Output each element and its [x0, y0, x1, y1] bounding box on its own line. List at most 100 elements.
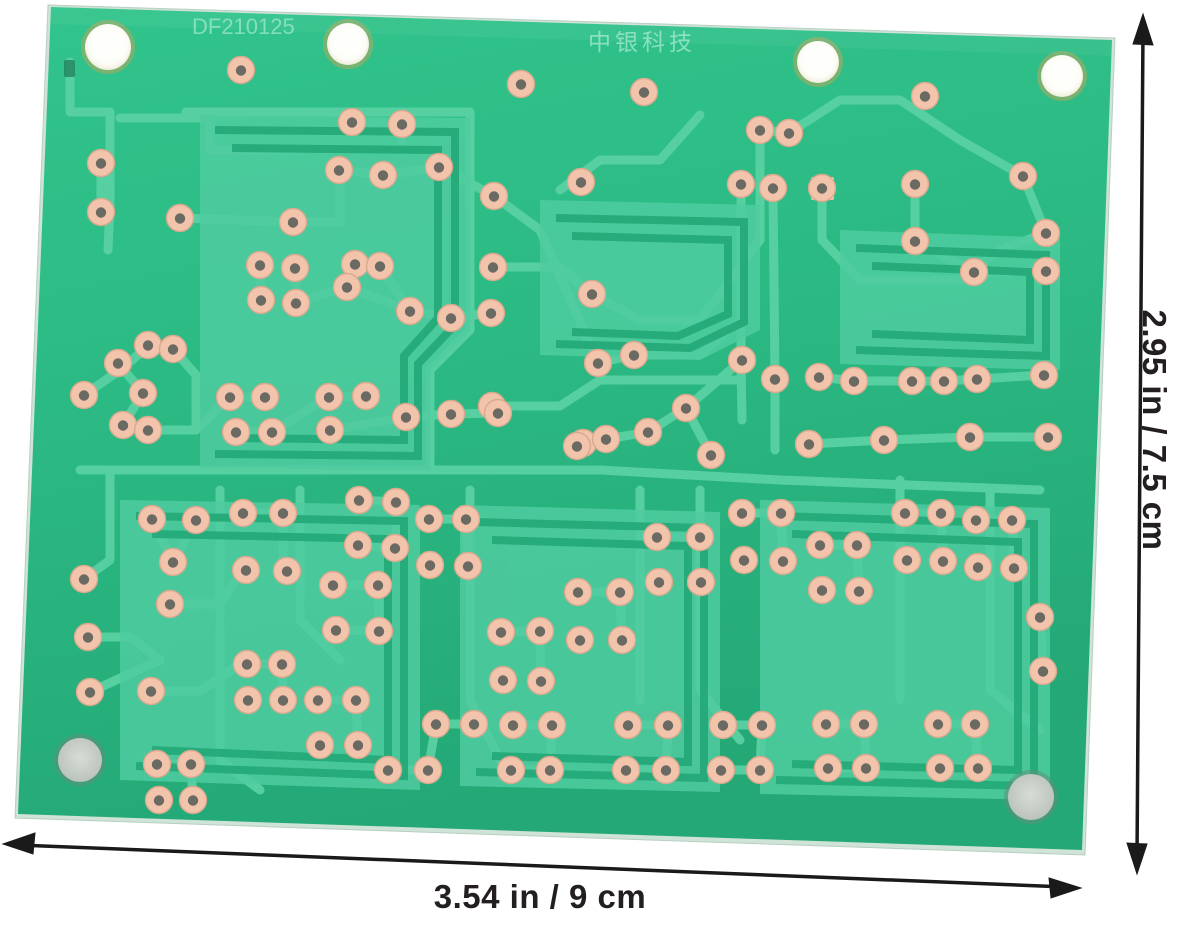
pcb-pad	[605, 577, 635, 607]
pcb-pad	[278, 207, 308, 237]
mounting-hole	[1037, 51, 1087, 101]
pcb-pad	[165, 203, 195, 233]
pcb-pad	[75, 677, 105, 707]
pcb-pad	[337, 107, 367, 137]
pcb-pad	[343, 730, 373, 760]
pcb-pad	[108, 410, 138, 440]
pcb-pad	[959, 257, 989, 287]
pcb-pad	[747, 710, 777, 740]
pcb-pad	[373, 755, 403, 785]
pcb-pad	[246, 285, 276, 315]
mounting-hole	[81, 20, 135, 74]
pcb-pad	[706, 755, 736, 785]
pcb-pad	[929, 366, 959, 396]
pcb-pad	[421, 709, 451, 739]
pcb-pad	[842, 530, 872, 560]
pcb-pad	[613, 710, 643, 740]
pcb-pad	[451, 504, 481, 534]
pcb-pad	[897, 366, 927, 396]
pcb-pad	[1033, 422, 1063, 452]
pcb-pad	[86, 148, 116, 178]
pcb-pad	[231, 555, 261, 585]
pcb-pad	[133, 330, 163, 360]
pcb-pad	[813, 753, 843, 783]
pcb-pad	[807, 575, 837, 605]
pcb-pad	[900, 169, 930, 199]
pcb-pad	[363, 570, 393, 600]
pcb-pad	[591, 424, 621, 454]
pcb-pad	[1029, 360, 1059, 390]
silkscreen-brand-text: 中银科技	[588, 30, 696, 56]
pcb-pad	[910, 81, 940, 111]
pcb-pad	[525, 616, 555, 646]
pcb-pad	[155, 589, 185, 619]
pcb-pad	[178, 785, 208, 815]
pcb-pad	[69, 380, 99, 410]
pcb-pad	[498, 710, 528, 740]
pcb-pad	[727, 498, 757, 528]
pcb-pad	[807, 173, 837, 203]
pcb-pad	[563, 577, 593, 607]
pcb-pad	[181, 505, 211, 535]
pcb-pad	[303, 685, 333, 715]
pcb-pad	[488, 665, 518, 695]
pcb-pad	[245, 250, 275, 280]
pcb-pad	[365, 251, 395, 281]
pcb-pad	[133, 415, 163, 445]
pcb-pad	[766, 498, 796, 528]
pcb-pad	[686, 567, 716, 597]
pcb-pad	[760, 364, 790, 394]
pcb-pad	[332, 272, 362, 302]
dimension-arrows	[1, 12, 1154, 899]
pcb-pad	[727, 345, 757, 375]
pcb-pad	[774, 118, 804, 148]
pcb-pad	[137, 504, 167, 534]
mounting-hole	[323, 19, 373, 69]
pcb-pad	[215, 382, 245, 412]
pcb-mounting-hole-layer	[54, 19, 1087, 824]
pcb-pad	[486, 617, 516, 647]
pcb-pad	[811, 709, 841, 739]
pcb-pad	[671, 393, 701, 423]
pcb-pad	[257, 417, 287, 447]
pcb-pad	[144, 785, 174, 815]
pcb-pad	[267, 649, 297, 679]
pcb-pad	[1031, 256, 1061, 286]
pcb-pad	[250, 382, 280, 412]
pcb-pad	[280, 253, 310, 283]
pcb-pad	[391, 402, 421, 432]
pcb-pad	[142, 749, 172, 779]
pcb-pad	[583, 348, 613, 378]
pcb-pad	[611, 755, 641, 785]
pcb-pad	[158, 334, 188, 364]
pcb-pad	[526, 666, 556, 696]
pcb-pad	[344, 485, 374, 515]
pcb-pad	[890, 498, 920, 528]
pcb-pad	[364, 616, 394, 646]
pcb-pad	[479, 181, 509, 211]
pcb-pad	[696, 440, 726, 470]
pcb-pad	[651, 755, 681, 785]
pcb-pad	[268, 685, 298, 715]
pcb-pad	[844, 576, 874, 606]
pcb-pad	[535, 755, 565, 785]
pcb-pad	[607, 625, 637, 655]
pcb-pad	[381, 487, 411, 517]
pcb-pad	[708, 710, 738, 740]
pcb-pad-layer	[69, 55, 1063, 815]
pcb-pad	[232, 649, 262, 679]
pcb-pad	[1008, 161, 1038, 191]
pcb-pad	[86, 197, 116, 227]
mounting-hole	[54, 734, 106, 786]
pcb-pad	[962, 364, 992, 394]
pcb-pad	[963, 753, 993, 783]
board-corner-notch	[64, 60, 75, 77]
pcb-pad	[351, 381, 381, 411]
pcb-pad	[424, 152, 454, 182]
pcb-pad	[960, 709, 990, 739]
pcb-pad	[644, 567, 674, 597]
pcb-pad	[577, 279, 607, 309]
pcb-pad	[436, 399, 466, 429]
pcb-pad	[566, 167, 596, 197]
